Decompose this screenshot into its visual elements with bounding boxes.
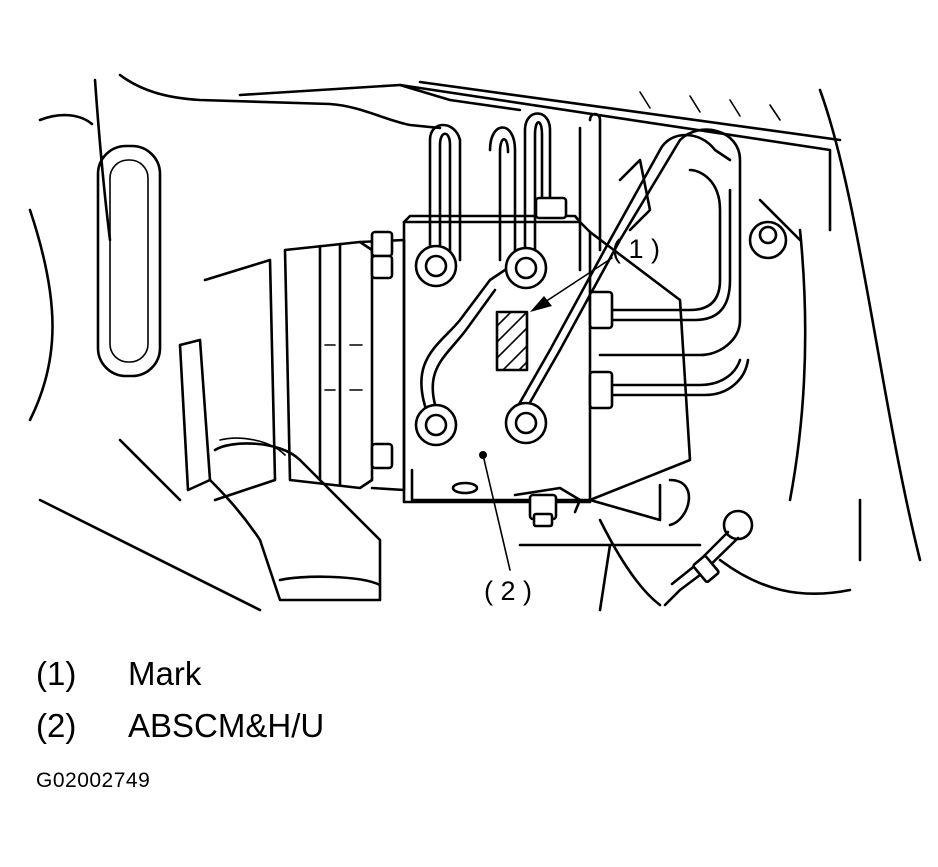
legend-row-mark: (1) Mark bbox=[36, 655, 324, 707]
vehicle-frame-lines bbox=[28, 73, 922, 612]
legend-label: Mark bbox=[128, 655, 202, 692]
legend-row-abscm: (2) ABSCM&H/U bbox=[36, 707, 324, 759]
pipe-fittings bbox=[414, 196, 614, 447]
right-bolt bbox=[663, 220, 788, 607]
block-bolts-left bbox=[370, 230, 394, 470]
mark-label bbox=[495, 310, 529, 372]
duct-hose bbox=[178, 258, 382, 602]
legend-label: ABSCM&H/U bbox=[128, 707, 325, 744]
callout-2: ( 2 ) bbox=[484, 576, 532, 606]
legend-number: (2) bbox=[36, 707, 77, 744]
callout-1: ( 1 ) bbox=[612, 234, 660, 264]
figure-id: G02002749 bbox=[36, 769, 151, 792]
callout-leaders bbox=[482, 257, 613, 571]
legend-number: (1) bbox=[36, 655, 77, 692]
legend: (1) Mark (2) ABSCM&H/U bbox=[36, 655, 324, 759]
oval-slot bbox=[96, 144, 162, 378]
abs-unit-illustration: ( 1 ) ( 2 ) bbox=[28, 73, 922, 612]
brake-pipes bbox=[420, 112, 750, 422]
hydraulic-block bbox=[402, 214, 692, 527]
mounting-bolt bbox=[513, 486, 582, 528]
